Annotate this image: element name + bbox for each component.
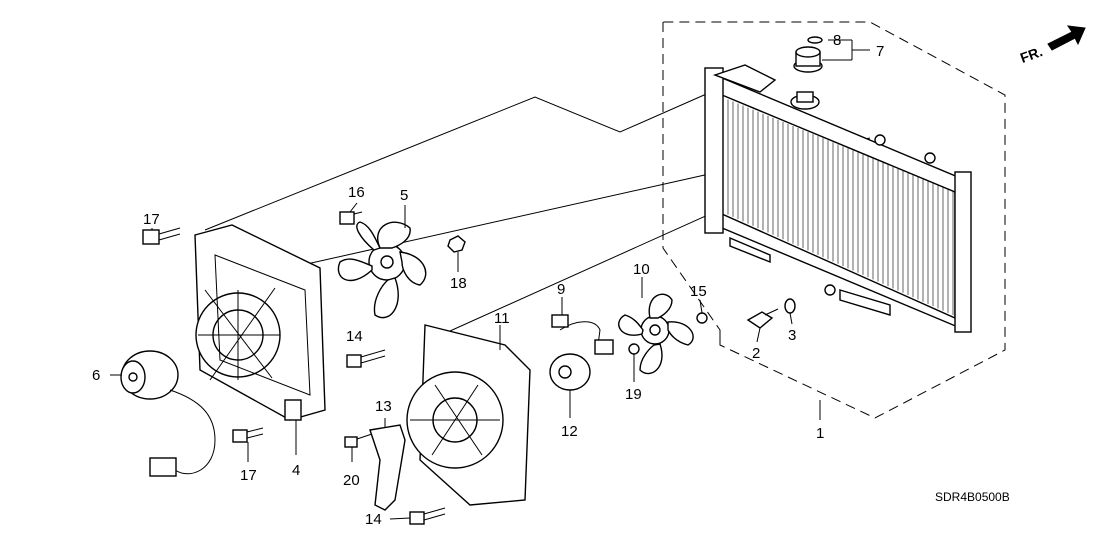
radiator — [704, 64, 972, 333]
callout-14a: 14 — [346, 328, 363, 345]
callout-10: 10 — [633, 261, 650, 278]
callout-5: 5 — [400, 187, 408, 204]
callout-9: 9 — [557, 281, 565, 298]
radiator-cap — [793, 36, 823, 73]
bolt-14-upper — [346, 349, 386, 368]
nut-15 — [696, 299, 708, 324]
callout-20: 20 — [343, 472, 360, 489]
callout-8: 8 — [833, 32, 841, 49]
bolt-17-upper — [142, 227, 181, 245]
callout-17a: 17 — [143, 211, 160, 228]
callout-6: 6 — [92, 367, 100, 384]
bolt-16 — [339, 202, 363, 225]
callout-11: 11 — [494, 310, 510, 327]
bracket-13 — [369, 418, 406, 511]
callout-19: 19 — [625, 386, 642, 403]
front-direction-indicator: FR. — [1018, 25, 1086, 66]
diagram-code: SDR4B0500B — [935, 490, 1010, 504]
bolt-17-lower — [232, 427, 264, 462]
callout-3: 3 — [788, 327, 796, 344]
connector-clip — [551, 297, 569, 328]
callout-18: 18 — [450, 275, 467, 292]
drain-washer — [784, 298, 796, 325]
front-arrow-icon — [1047, 25, 1086, 51]
fan-shroud-left — [194, 224, 326, 455]
fan-motor-left — [110, 350, 216, 477]
drain-bolt — [746, 308, 779, 343]
nut-18 — [447, 235, 466, 272]
bolt-20 — [344, 433, 373, 462]
nut-19 — [628, 343, 640, 382]
callout-17b: 17 — [240, 467, 257, 484]
callout-15: 15 — [690, 283, 707, 300]
callout-bracket-7-8 — [822, 39, 870, 61]
callout-12: 12 — [561, 423, 578, 440]
callout-13: 13 — [375, 398, 392, 415]
bolt-14-lower — [389, 507, 446, 525]
radiator-assembly-boundary — [662, 21, 1006, 419]
callout-7: 7 — [876, 43, 884, 60]
callout-4: 4 — [292, 462, 300, 479]
fan-shroud-right — [406, 324, 531, 506]
callout-labels: 1 2 3 4 5 6 7 8 9 10 11 12 13 14 14 15 1… — [92, 32, 884, 528]
direction-label: FR. — [1018, 43, 1045, 66]
callout-16: 16 — [348, 184, 365, 201]
callout-1: 1 — [816, 425, 824, 442]
fan-motor-right — [549, 321, 614, 418]
fan-blade-right — [618, 277, 694, 375]
callout-2: 2 — [752, 345, 760, 362]
callout-14b: 14 — [365, 511, 382, 528]
fan-blade-left — [337, 205, 427, 319]
